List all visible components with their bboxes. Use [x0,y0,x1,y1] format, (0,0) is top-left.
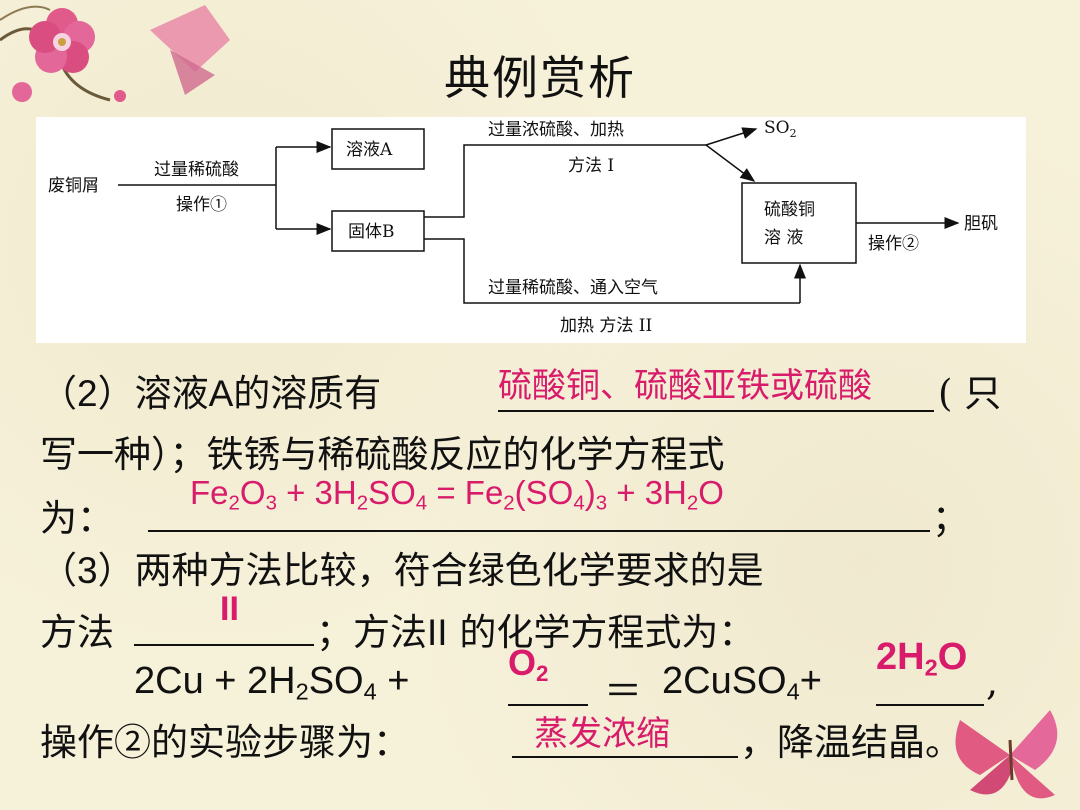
q3-eq-equals: ＝ [604,669,643,713]
method2-top-label: 过量稀硫酸、通入空气 [488,278,658,298]
q2-line3-suffix: ； [932,497,969,540]
q3-eq-mid: 2CuSO4+ [662,660,822,705]
answer-steps: 蒸发浓缩 [534,714,670,754]
answer-method: II [220,590,239,628]
box-a-label: 溶液A [346,140,393,160]
q3-blank1-underline [134,644,314,646]
q2-blank2-underline [148,530,930,532]
q2-blank1-underline [498,410,934,412]
answer-solute: 硫酸铜、硫酸亚铁或硫酸 [498,366,872,406]
q2-line2: 写一种）；铁锈与稀硫酸反应的化学方程式 [40,433,725,476]
start-label: 废铜屑 [48,176,99,196]
box-cuso4-line1: 硫酸铜 [764,200,815,220]
page-title: 典例赏析 [444,51,636,105]
butterfly-decoration [955,710,1058,799]
answer-h2o: 2H2O [876,636,968,681]
q3-blank-h2o-underline [876,704,984,706]
q3-eq-end: , [986,660,999,704]
arrow-to-cuso4 [705,144,756,182]
box-solution-a [331,128,425,170]
method2-bottom-label: 加热 方法 II [560,316,652,336]
method1-label: 方法 I [568,156,614,176]
q3-line1: （3）两种方法比较，符合绿色化学要求的是 [40,549,764,592]
q3-line4-suffix: ，降温结晶。 [740,721,962,764]
answer-equation: Fe2O3 + 3H2SO4 = Fe2(SO4)3 + 3H2O [190,474,724,515]
q3-line4-prefix: 操作②的实验步骤为： [40,721,410,764]
box-solid-b [331,210,425,252]
final-label: 胆矾 [964,214,998,234]
q2-line3-prefix: 为： [40,497,114,540]
flowchart-diagram: 废铜屑 过量稀硫酸 操作① 溶液A 固体B 过量浓硫酸、加热 方法 I SO2 … [36,117,1026,343]
q2-line1-tail: ( 只 [938,372,1002,415]
method1-line [424,144,706,218]
q2-line1: （2）溶液A的溶质有 [40,372,382,415]
box-cuso4 [741,182,857,264]
step2-label: 操作② [868,234,919,254]
method1-top-label: 过量浓硫酸、加热 [488,120,624,140]
step1-top-label: 过量稀硫酸 [154,160,239,180]
step1-bottom-label: 操作① [176,195,227,215]
box-b-label: 固体B [348,222,395,242]
q3-eq-left: 2Cu + 2H2SO4 + [134,660,410,705]
method2-line [424,238,800,304]
answer-o2: O2 [508,642,549,687]
q3-blank-o2-underline [508,704,588,706]
box-cuso4-line2: 溶 液 [764,228,803,248]
q3-blank2-underline [512,756,738,758]
flower-decoration [0,5,230,102]
q3-line2-a: 方法 [40,611,114,654]
q3-line2-b: ；方法II 的化学方程式为： [316,611,756,654]
arrow-to-so2 [705,127,758,146]
so2-label: SO2 [764,118,797,140]
